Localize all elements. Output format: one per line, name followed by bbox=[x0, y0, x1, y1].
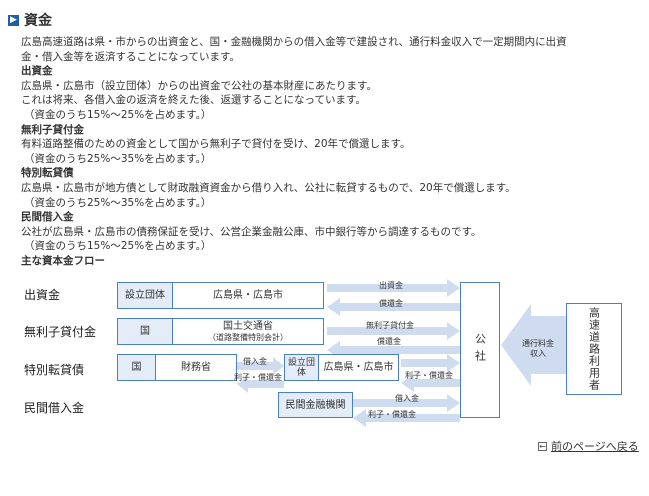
box-role-label: 設立団体 bbox=[118, 283, 173, 308]
intro-line: 広島高速道路は県・市からの出資金と、国・金融機関からの借入金等で建設され、通行料… bbox=[21, 36, 567, 48]
arrow-left-icon bbox=[327, 341, 460, 359]
box-role-label: 設立団体 bbox=[285, 355, 319, 380]
users-box: 高速道路利用者 bbox=[566, 303, 622, 395]
box-entity-name: 広島県・広島市 bbox=[213, 290, 283, 301]
arrow-label: 利子・償還金 bbox=[234, 373, 282, 382]
arrow-right-icon bbox=[327, 322, 460, 340]
kosha-label: 公社 bbox=[461, 283, 499, 417]
founder-box-2: 設立団体 広島県・広島市 bbox=[284, 354, 399, 381]
mof-box: 国 財務省 bbox=[117, 354, 237, 381]
kosha-char: 公社 bbox=[473, 333, 487, 367]
section-line: 広島県・広島市が地方債として財政融資資金から借り入れ、公社に転貸するもので、20… bbox=[21, 181, 516, 194]
row-label-tokubetsu: 特別転貸債 bbox=[24, 363, 85, 377]
section-line: （資金のうち15%～25%を占めます。） bbox=[24, 108, 212, 121]
section-line: 有料道路整備のための資金として国から無利子で貸付を受け、20年で償還します。 bbox=[21, 138, 411, 151]
back-link[interactable]: ← 前のページへ戻る bbox=[538, 438, 639, 454]
section-line: （資金のうち15%～25%を占めます。） bbox=[24, 240, 212, 253]
back-link-text[interactable]: 前のページへ戻る bbox=[551, 440, 639, 453]
arrow-label: 出資金 bbox=[379, 281, 403, 290]
arrow-label: 利子・償還金 bbox=[405, 371, 453, 380]
row-label-shusshikin: 出資金 bbox=[24, 288, 61, 302]
arrow-right-icon bbox=[327, 279, 460, 297]
box-entity-name: 広島県・広島市 bbox=[323, 362, 394, 373]
section-title-shusshikin: 出資金 bbox=[21, 65, 53, 78]
back-arrow-icon: ← bbox=[538, 441, 547, 451]
arrow-right-icon bbox=[401, 354, 460, 372]
section-title-minkan: 民間借入金 bbox=[21, 211, 74, 224]
section-line: これは将来、各借入金の返済を終えた後、返還することになっています。 bbox=[21, 94, 366, 107]
private-bank-box: 民間金融機関 bbox=[278, 392, 353, 418]
content-body: 広島高速道路は県・市からの出資金と、国・金融機関からの借入金等で建設され、通行料… bbox=[21, 35, 641, 269]
arrow-left-icon bbox=[353, 409, 460, 427]
users-text: 高速道路利用者 bbox=[587, 307, 601, 391]
arrow-label: 償還金 bbox=[379, 299, 403, 308]
box-role-label: 国 bbox=[118, 319, 173, 344]
section-line: 広島県・広島市（設立団体）からの出資金で公社の基本財産にあたります。 bbox=[21, 79, 377, 92]
arrow-left-icon bbox=[237, 375, 284, 393]
section-title-murishi: 無利子貸付金 bbox=[21, 123, 84, 136]
arrow-label: 無利子貸付金 bbox=[366, 321, 414, 330]
box-entity-name: 国土交通省 （道路整備特別会計） bbox=[173, 319, 323, 344]
heading-marker-icon: ▶ bbox=[8, 14, 19, 26]
flow-title: 主な資本金フロー bbox=[21, 254, 105, 267]
kosha-box: 公社 bbox=[460, 282, 500, 418]
arrow-right-icon bbox=[353, 394, 460, 412]
arrow-label: 利子・償還金 bbox=[368, 410, 416, 419]
section-title-tokubetsu: 特別転貸債 bbox=[21, 167, 74, 180]
section-line: （資金のうち25%～35%を占めます。） bbox=[24, 152, 212, 165]
arrow-label: 償還金 bbox=[377, 337, 401, 346]
entity-name: 国土交通省 bbox=[223, 320, 273, 332]
section-heading: ▶ 資金 bbox=[8, 10, 52, 30]
arrow-left-icon bbox=[501, 304, 566, 386]
row-label-murishi: 無利子貸付金 bbox=[24, 325, 97, 339]
intro-line: 金・借入金等を返済することになっています。 bbox=[21, 50, 240, 63]
row-label-minkan: 民間借入金 bbox=[24, 401, 85, 415]
users-label: 高速道路利用者 bbox=[567, 304, 621, 394]
section-line: 公社が広島県・広島市の債務保証を受け、公営企業金融公庫、市中銀行等から調達するも… bbox=[21, 225, 482, 238]
box-entity-name: 民間金融機関 bbox=[285, 399, 346, 411]
founder-box: 設立団体 広島県・広島市 bbox=[117, 282, 324, 309]
arrow-label: 借入金 bbox=[243, 357, 267, 366]
mlit-box: 国 国土交通省 （道路整備特別会計） bbox=[117, 318, 324, 345]
arrow-label: 借入金 bbox=[395, 394, 419, 403]
arrow-right-icon bbox=[237, 357, 284, 375]
entity-sub: （道路整備特別会計） bbox=[208, 332, 288, 342]
page-title: 資金 bbox=[24, 13, 52, 29]
arrow-left-icon bbox=[401, 374, 460, 392]
section-line: （資金のうち25%～35%を占めます。） bbox=[24, 196, 212, 209]
box-entity-name: 財務省 bbox=[181, 362, 211, 373]
arrow-left-icon bbox=[327, 298, 460, 316]
toll-arrow-label: 通行料金収入 bbox=[522, 339, 554, 358]
box-role-label: 国 bbox=[118, 355, 156, 380]
